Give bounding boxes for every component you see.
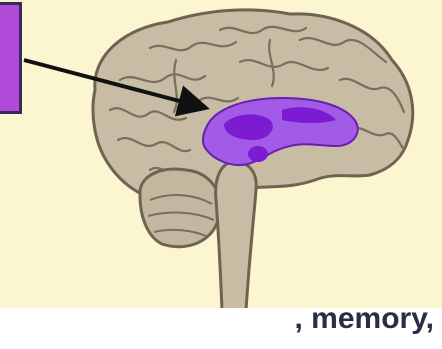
cerebellum bbox=[140, 169, 220, 247]
brain-icon bbox=[0, 0, 442, 310]
brainstem bbox=[216, 162, 257, 310]
caption-text: , memory, bbox=[295, 302, 435, 336]
limbic-inner-dot bbox=[248, 146, 268, 162]
